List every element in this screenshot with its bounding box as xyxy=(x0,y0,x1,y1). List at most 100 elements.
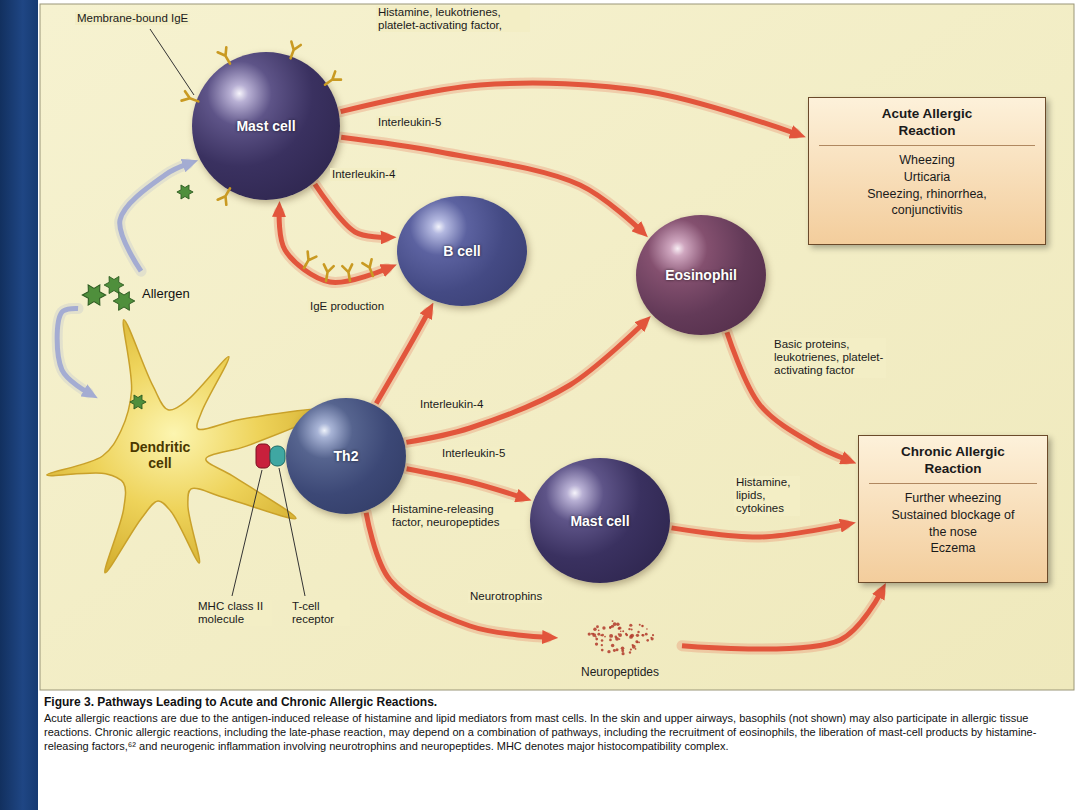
neuropeptide-dot xyxy=(588,632,591,635)
connector-group xyxy=(57,308,88,392)
neuropeptide-dot xyxy=(604,636,606,638)
neuropeptide-dot xyxy=(652,634,654,636)
reaction-box: Acute Allergic ReactionWheezingUrticaria… xyxy=(808,97,1046,245)
connector-arrow xyxy=(407,469,522,497)
node-label: Mast cell xyxy=(570,513,629,529)
neuropeptide-dot xyxy=(622,630,624,632)
ige-symbol xyxy=(300,252,317,271)
neuropeptide-dot xyxy=(628,628,630,630)
neuropeptide-dot xyxy=(609,627,611,629)
neuropeptide-dot xyxy=(600,634,602,636)
connector-group xyxy=(366,513,547,638)
node-label: Eczema xyxy=(869,540,1037,557)
ige-symbol xyxy=(286,42,301,60)
neuropeptide-dot xyxy=(645,633,648,636)
edge-label: Neurotrophins xyxy=(468,590,544,603)
neuropeptide-dot xyxy=(630,634,634,638)
node-label: Allergen xyxy=(142,286,190,301)
ige-symbol xyxy=(218,186,235,205)
ige-symbol xyxy=(322,71,341,88)
node-label: Chronic Allergic Reaction xyxy=(869,444,1037,484)
neuropeptide-dot xyxy=(598,630,600,632)
connector-glow xyxy=(672,525,846,537)
neuropeptide-dot xyxy=(592,633,596,637)
connector-glow xyxy=(376,312,428,403)
edge-label: Basic proteins, leukotrienes, platelet-a… xyxy=(772,338,886,378)
connector-arrow xyxy=(279,212,387,282)
neuropeptide-dot xyxy=(635,648,637,650)
neuropeptide-dot xyxy=(642,634,644,636)
neuropeptide-dot xyxy=(593,627,596,630)
neuropeptide-dot xyxy=(609,639,612,642)
edge-label: Histamine, lipids, cytokines xyxy=(734,476,800,516)
allergen-particle xyxy=(82,285,105,305)
node-label: Eosinophil xyxy=(665,267,737,283)
edge-label: Interleukin-4 xyxy=(418,398,485,411)
connector-glow xyxy=(406,324,643,443)
neuropeptide-dot xyxy=(595,636,597,638)
neuropeptide-dot xyxy=(616,623,620,627)
edge-label: Interleukin-4 xyxy=(330,168,397,181)
figure-panel xyxy=(40,4,1074,690)
edge-label: Interleukin-5 xyxy=(376,116,443,129)
neuropeptide-dot xyxy=(629,651,631,653)
callout-label: T-cell receptor xyxy=(290,600,350,626)
neuropeptide-dot xyxy=(601,644,603,646)
connector-group xyxy=(682,593,881,649)
neuropeptide-dot xyxy=(607,650,610,653)
connector-group xyxy=(407,469,522,497)
ige-antibodies xyxy=(182,42,378,282)
edge-label: IgE production xyxy=(308,300,386,313)
node-label: Urticaria xyxy=(819,169,1035,186)
eosinophil-cell: Eosinophil xyxy=(636,215,766,335)
neuropeptide-dot xyxy=(639,624,641,626)
neuropeptide-dot xyxy=(618,627,621,630)
ige-symbol xyxy=(362,259,377,278)
mhc-molecule xyxy=(256,444,270,468)
edge-label: Histamine, leukotrienes, platelet-activa… xyxy=(376,6,530,32)
neuropeptide-dot xyxy=(612,620,614,622)
t-cell-receptor xyxy=(270,446,285,466)
connector-arrow xyxy=(57,308,88,392)
b-cell: B cell xyxy=(397,196,527,306)
connector-arrow xyxy=(366,513,547,638)
neuropeptide-dot xyxy=(595,642,598,645)
connector-arrow xyxy=(682,593,881,649)
neuropeptide-dot xyxy=(622,652,625,655)
node-label: B cell xyxy=(443,243,480,259)
leader-line xyxy=(279,468,305,596)
node-label: Sustained blockage of the nose xyxy=(891,507,1016,541)
neuropeptide-dot xyxy=(632,645,636,649)
node-label: Dendritic cell xyxy=(120,439,200,471)
reaction-box: Chronic Allergic ReactionFurther wheezin… xyxy=(858,435,1048,583)
neuropeptide-dot xyxy=(642,634,645,637)
connector-group xyxy=(341,83,796,133)
leader-line xyxy=(232,470,262,596)
neuropeptide-dot xyxy=(601,639,604,642)
neuropeptide-dot xyxy=(592,633,594,635)
neuropeptide-dot xyxy=(595,638,598,641)
connector-arrow xyxy=(672,525,846,537)
node-label: Wheezing xyxy=(819,152,1035,169)
leader-line xyxy=(150,29,194,95)
neuropeptide-dot xyxy=(642,625,644,627)
callout-label: Membrane-bound IgE xyxy=(75,12,190,25)
connector-glow xyxy=(57,308,88,392)
neuropeptide-dot xyxy=(601,634,604,637)
connector-arrow xyxy=(315,184,386,237)
allergen-group: Allergen xyxy=(80,273,220,313)
node-label: Sneezing, rhinorrhea, conjunctivitis xyxy=(852,186,1002,220)
caption-block: Figure 3. Pathways Leading to Acute and … xyxy=(44,695,1070,753)
connector-glow xyxy=(407,469,522,497)
node-label: Further wheezing xyxy=(869,490,1037,507)
neuropeptide-cluster: Neuropeptides xyxy=(560,615,680,681)
neuropeptide-dot xyxy=(650,637,652,639)
allergen-particle xyxy=(104,276,124,293)
neuropeptide-dot xyxy=(641,625,643,627)
connector-arrow xyxy=(120,164,188,271)
neuropeptide-dot xyxy=(637,631,639,633)
connector-glow xyxy=(279,212,387,282)
allergen-particle xyxy=(177,185,193,199)
neuropeptide-dot xyxy=(626,634,629,637)
allergen-icon xyxy=(80,273,140,313)
